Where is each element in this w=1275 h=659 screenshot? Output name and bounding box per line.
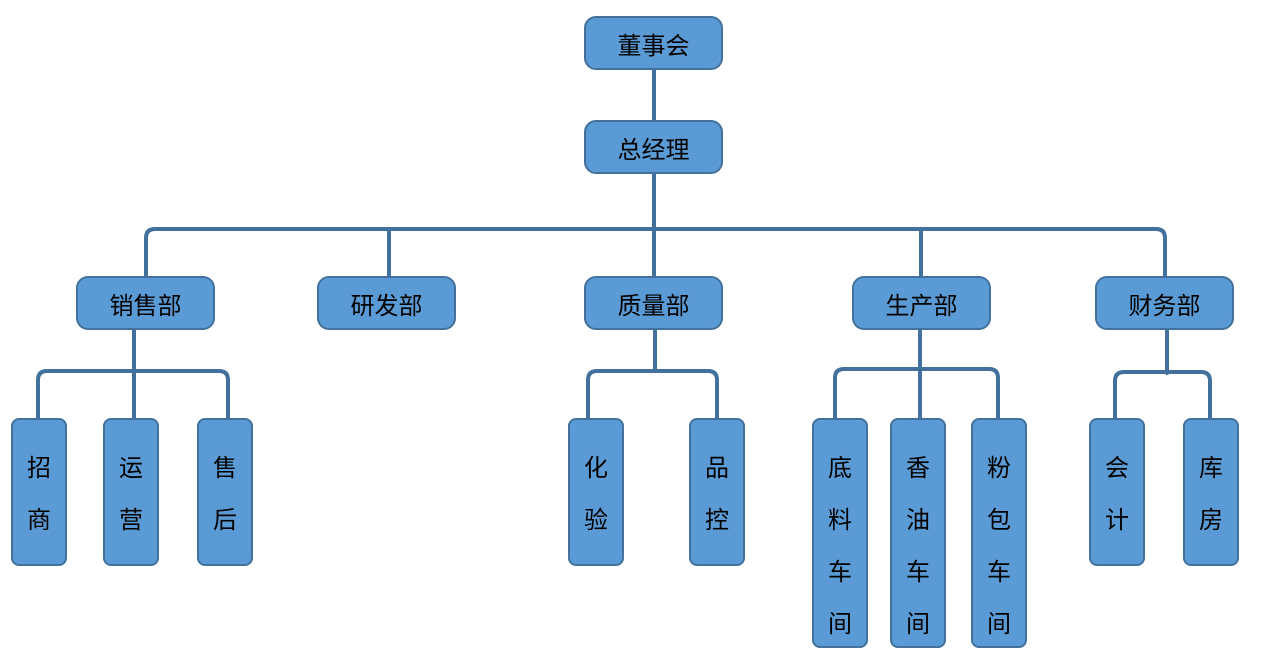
sub-unit-label-char: 料 <box>828 506 852 534</box>
connector-quality-subs <box>586 369 719 420</box>
gm-label: 总经理 <box>617 135 690 164</box>
dept-rd-label: 研发部 <box>350 291 423 320</box>
sub-unit-label-char: 品 <box>705 454 729 482</box>
sub-unit-label-char: 油 <box>906 506 930 534</box>
sub-unit-label-char: 间 <box>987 610 1011 638</box>
sub-unit-box: 招商 <box>11 418 67 566</box>
gm-box: 总经理 <box>584 120 723 174</box>
sub-unit-label-char: 香 <box>906 454 930 482</box>
sub-unit-label-char: 售 <box>213 454 237 482</box>
sub-unit-label-char: 底 <box>828 454 852 482</box>
sub-unit-label-char: 会 <box>1105 454 1129 482</box>
sub-unit-box: 库房 <box>1183 418 1239 566</box>
sub-unit-label-char: 计 <box>1105 506 1129 534</box>
sub-unit-label-char: 粉 <box>987 454 1011 482</box>
sub-unit-box: 粉包车间 <box>971 418 1027 648</box>
sub-unit-box: 底料车间 <box>812 418 868 648</box>
sub-unit-label-char: 运 <box>119 454 143 482</box>
sub-unit-label-char: 验 <box>584 506 608 534</box>
sub-unit-label-char: 后 <box>213 506 237 534</box>
sub-unit-label-char: 化 <box>584 454 608 482</box>
sub-unit-box: 化验 <box>568 418 624 566</box>
connector-sales-subs <box>36 369 230 420</box>
board-label: 董事会 <box>617 31 690 60</box>
dept-production-box: 生产部 <box>852 276 991 330</box>
sub-unit-box: 品控 <box>689 418 745 566</box>
dept-finance-label: 财务部 <box>1128 291 1201 320</box>
sub-unit-box: 香油车间 <box>890 418 946 648</box>
connector-finance-subs <box>1113 370 1212 420</box>
sub-unit-label-char: 车 <box>906 558 930 586</box>
sub-unit-label-char: 营 <box>119 506 143 534</box>
sub-unit-label-char: 间 <box>828 610 852 638</box>
sub-unit-label-char: 房 <box>1199 506 1223 534</box>
connector-dept-bus <box>144 227 1167 278</box>
dept-sales-box: 销售部 <box>76 276 215 330</box>
dept-quality-box: 质量部 <box>584 276 723 330</box>
sub-unit-label-char: 库 <box>1199 454 1223 482</box>
sub-unit-label-char: 招 <box>27 454 51 482</box>
sub-unit-box: 售后 <box>197 418 253 566</box>
dept-finance-box: 财务部 <box>1095 276 1234 330</box>
board-box: 董事会 <box>584 16 723 70</box>
sub-unit-label-char: 车 <box>987 558 1011 586</box>
connector-prod-subs <box>833 367 1000 420</box>
dept-rd-box: 研发部 <box>317 276 456 330</box>
sub-unit-label-char: 车 <box>828 558 852 586</box>
dept-sales-label: 销售部 <box>109 291 182 320</box>
sub-unit-box: 运营 <box>103 418 159 566</box>
dept-production-label: 生产部 <box>885 291 958 320</box>
sub-unit-label-char: 间 <box>906 610 930 638</box>
sub-unit-box: 会计 <box>1089 418 1145 566</box>
dept-quality-label: 质量部 <box>617 291 690 320</box>
sub-unit-label-char: 商 <box>27 506 51 534</box>
sub-unit-label-char: 控 <box>705 506 729 534</box>
sub-unit-label-char: 包 <box>987 506 1011 534</box>
